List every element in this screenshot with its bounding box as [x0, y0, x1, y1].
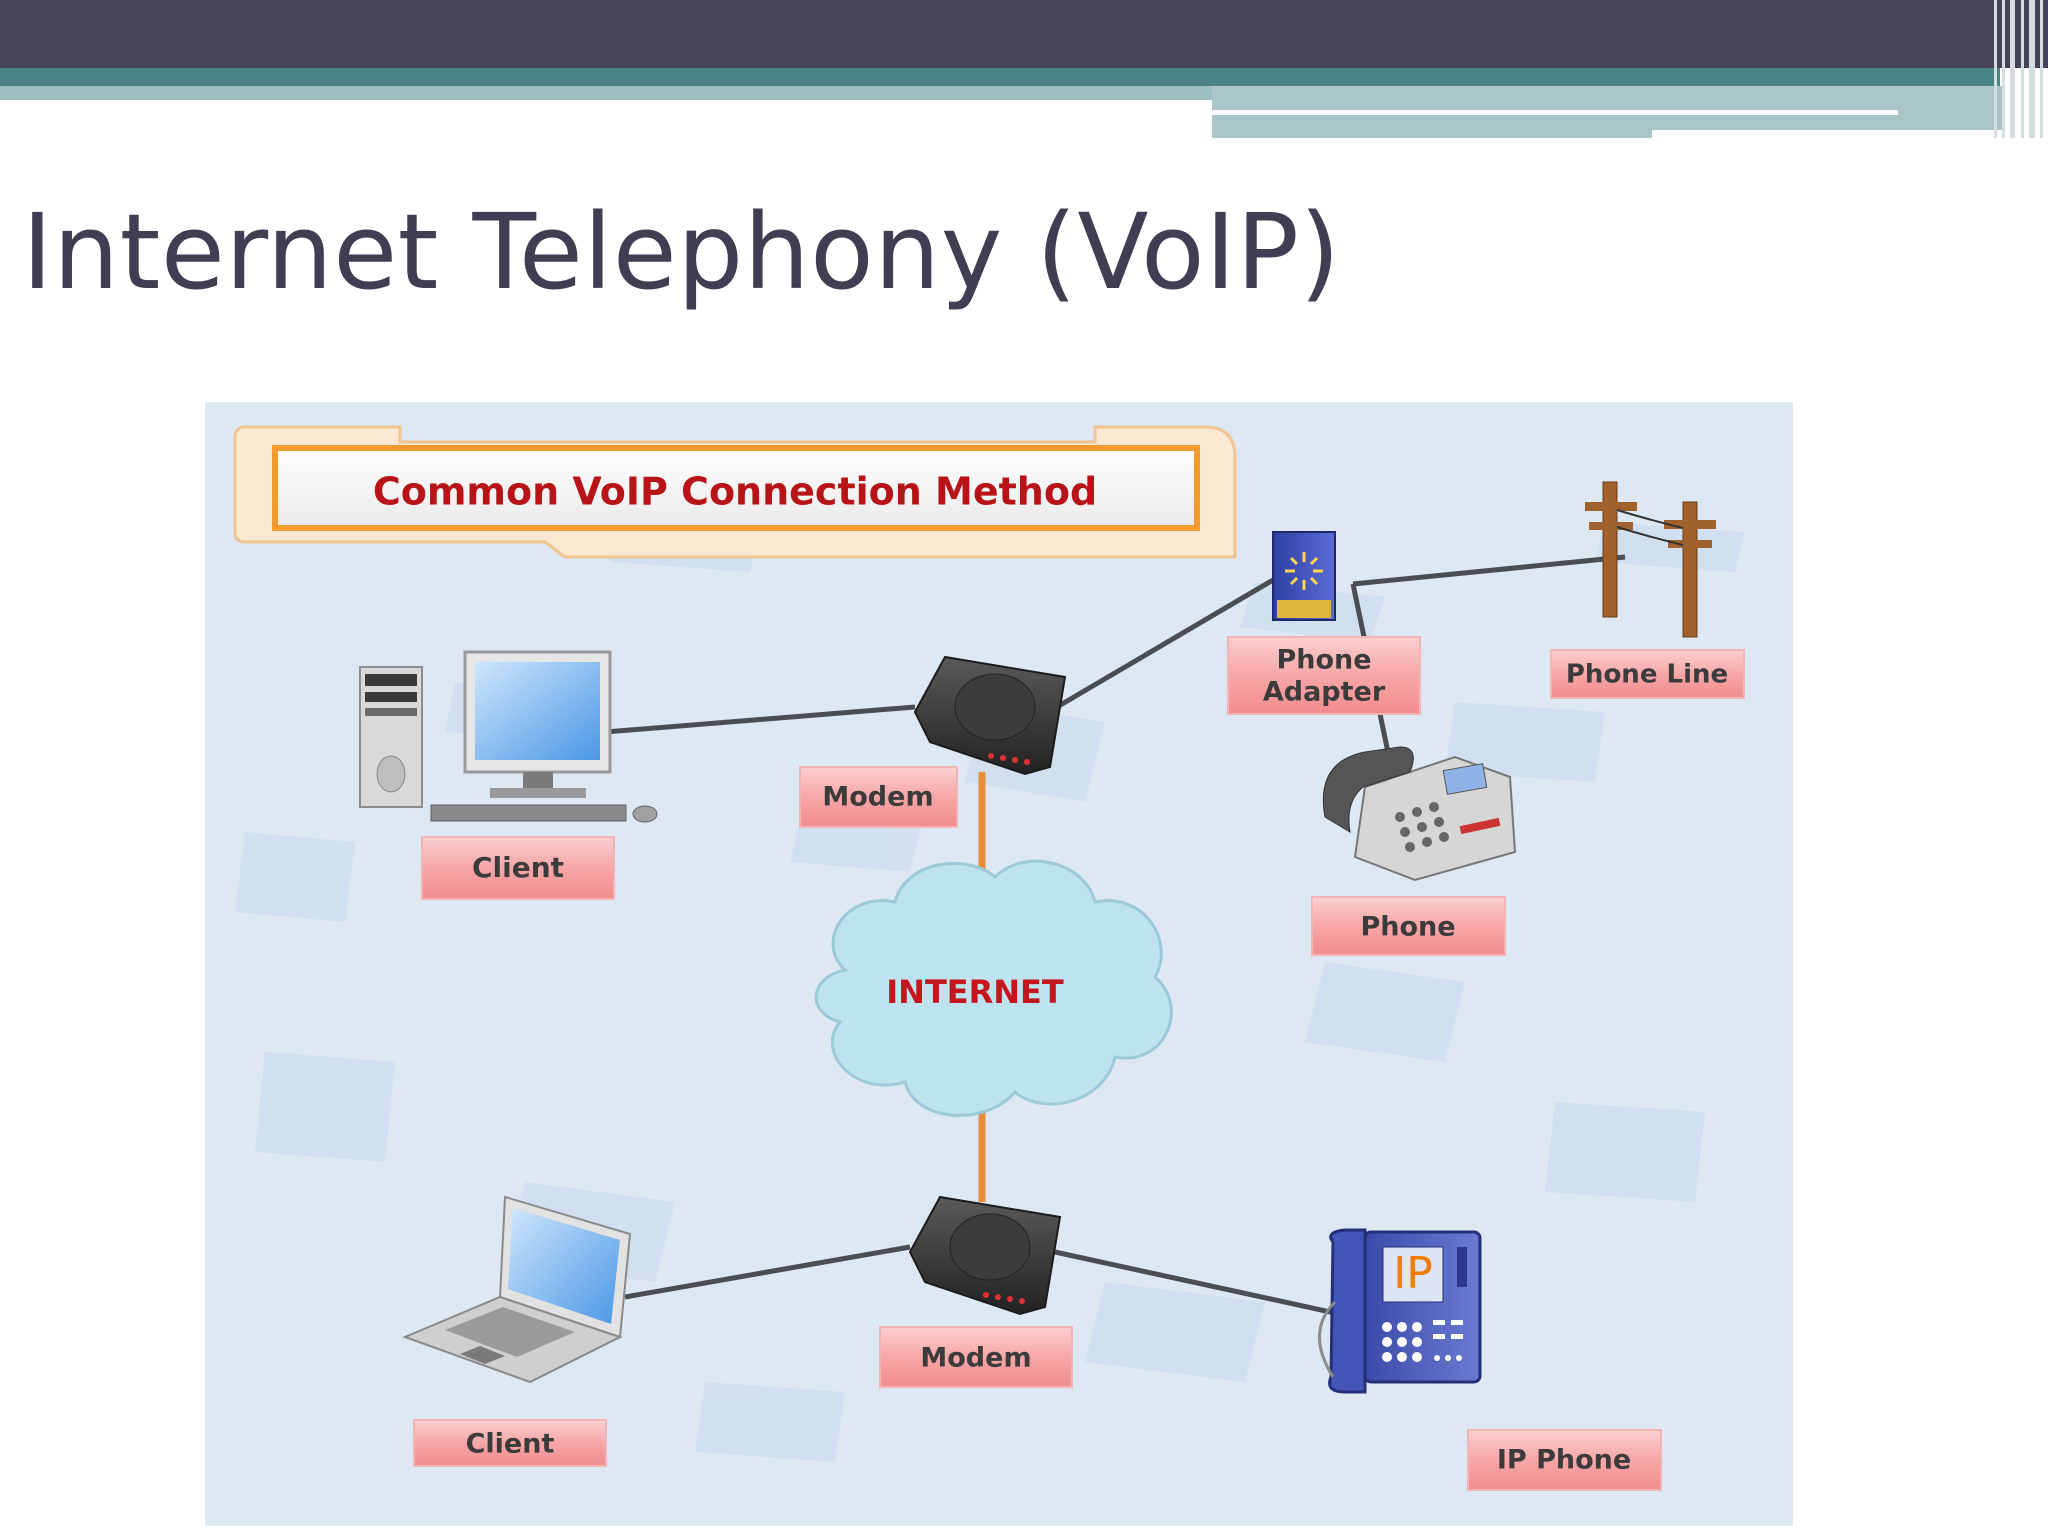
slide-band-cut [1652, 130, 2012, 144]
laptop-icon [402, 1195, 632, 1384]
page-title: Internet Telephony (VoIP) [22, 191, 1341, 313]
diagram-header: Common VoIP Connection Method [233, 425, 1237, 559]
desk-phone-icon [1322, 746, 1517, 882]
client-desktop-label: Client [472, 851, 564, 884]
slide-teal-band [0, 68, 2000, 86]
node-label-phone-adapter: Phone Adapter [1227, 636, 1421, 715]
node-label-ip-phone: IP Phone [1467, 1429, 1662, 1491]
ip-phone-icon: IP [1318, 1228, 1482, 1394]
utility-pole-icon [1585, 481, 1716, 638]
modem-icon [913, 655, 1067, 776]
slide-light-band [0, 86, 1212, 100]
phone-adapter-label-line1: Phone [1276, 645, 1371, 676]
node-label-client-desktop: Client [421, 836, 615, 900]
diagram-header-title: Common VoIP Connection Method [373, 470, 1097, 514]
link-modem-adapter [1055, 577, 1275, 710]
cloud-icon: INTERNET [814, 859, 1173, 1117]
node-label-modem-bottom: Modem [879, 1326, 1073, 1388]
desktop-computer-icon [359, 650, 658, 823]
phone-line-label: Phone Line [1566, 660, 1728, 690]
slide-top-bar [0, 0, 2048, 68]
modem-bottom-label: Modem [920, 1343, 1031, 1374]
client-laptop-label: Client [466, 1429, 555, 1460]
ip-phone-label: IP Phone [1497, 1445, 1631, 1476]
node-label-modem-top: Modem [799, 766, 958, 828]
phone-adapter-label-line2: Adapter [1263, 677, 1386, 708]
modem-top-label: Modem [822, 782, 933, 813]
node-label-client-laptop: Client [413, 1419, 607, 1467]
link-adapter-phoneline [1352, 554, 1626, 587]
voip-diagram: Common VoIP Connection Method INTERNET [205, 402, 1793, 1526]
phone-label: Phone [1360, 912, 1455, 943]
node-label-phone-line: Phone Line [1550, 649, 1745, 699]
slide-band-line [1212, 110, 1898, 115]
voip-diagram-canvas: Common VoIP Connection Method INTERNET [205, 402, 1793, 1526]
ip-phone-screen-label: IP [1393, 1248, 1433, 1299]
internet-label: INTERNET [886, 973, 1064, 1011]
link-client-modem-top [604, 704, 916, 735]
slide-edge-stripes [1988, 0, 2048, 138]
phone-adapter-icon [1272, 531, 1336, 621]
node-label-phone: Phone [1311, 896, 1506, 956]
link-laptop-modem-bottom [624, 1244, 911, 1300]
modem-icon [908, 1195, 1062, 1316]
